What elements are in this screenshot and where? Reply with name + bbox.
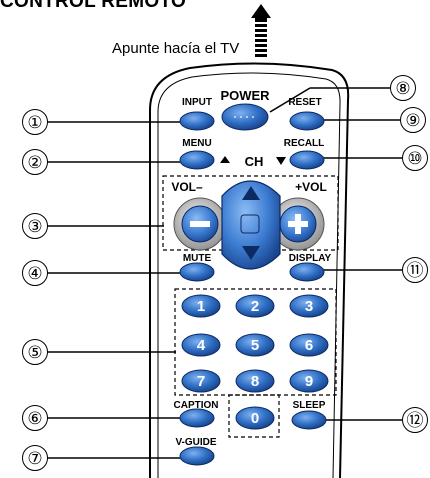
callout-9: ⑨ <box>400 107 426 133</box>
callout-11: ⑪ <box>402 257 428 283</box>
number-keys-group-box <box>174 288 337 396</box>
reset-button-label: RESET <box>288 97 322 108</box>
digit-key-9: 9 <box>289 369 329 393</box>
mute-button-label: MUTE <box>182 253 212 264</box>
callout-2: ② <box>22 149 48 175</box>
vguide-button-label: V-GUIDE <box>175 437 217 448</box>
digit-key-2: 2 <box>235 294 275 318</box>
digit-key-8: 8 <box>235 369 275 393</box>
callout-10: ⑩ <box>402 145 428 171</box>
zero-key-group-box <box>228 394 280 438</box>
digit-key-6: 6 <box>289 333 329 357</box>
callout-6: ⑥ <box>22 405 48 431</box>
callout-12: ⑫ <box>402 407 428 433</box>
digit-key-0: 0 <box>235 406 275 430</box>
digit-key-label: 0 <box>251 410 259 427</box>
callout-1: ① <box>22 109 48 135</box>
recall-button-label: RECALL <box>283 138 325 149</box>
digit-key-1: 1 <box>181 294 221 318</box>
volume-down-label: VOL– <box>171 180 203 194</box>
digit-key-label: 1 <box>197 298 205 315</box>
digit-key-label: 9 <box>305 373 313 390</box>
digit-key-5: 5 <box>235 333 275 357</box>
callout-4: ④ <box>22 260 48 286</box>
channel-label: CH <box>244 154 264 169</box>
digit-key-label: 5 <box>251 337 259 354</box>
callout-8: ⑧ <box>390 75 416 101</box>
digit-key-label: 6 <box>305 337 313 354</box>
callout-5: ⑤ <box>22 339 48 365</box>
callout-3: ③ <box>22 213 48 239</box>
callout-7: ⑦ <box>22 445 48 471</box>
pointing-hint: Apunte hacía el TV <box>112 40 240 57</box>
digit-key-7: 7 <box>181 369 221 393</box>
caption-button-label: CAPTION <box>173 400 219 411</box>
ir-direction-arrow-icon <box>251 4 271 57</box>
volume-up-label: +VOL <box>295 180 327 194</box>
display-button-label: DISPLAY <box>288 253 332 264</box>
diagram-title: CONTROL REMOTO <box>0 0 187 12</box>
callout-leader-lines <box>47 87 402 459</box>
digit-key-label: 4 <box>197 337 206 354</box>
digit-key-label: 8 <box>251 373 259 390</box>
digit-key-3: 3 <box>289 294 329 318</box>
sleep-button-label: SLEEP <box>292 400 326 411</box>
digit-key-4: 4 <box>181 333 221 357</box>
input-button-label: INPUT <box>182 97 212 108</box>
power-button-label: POWER <box>220 88 270 103</box>
digit-key-label: 2 <box>251 298 259 315</box>
digit-key-label: 3 <box>305 298 313 315</box>
digit-key-label: 7 <box>197 373 205 390</box>
menu-button-label: MENU <box>182 138 212 149</box>
